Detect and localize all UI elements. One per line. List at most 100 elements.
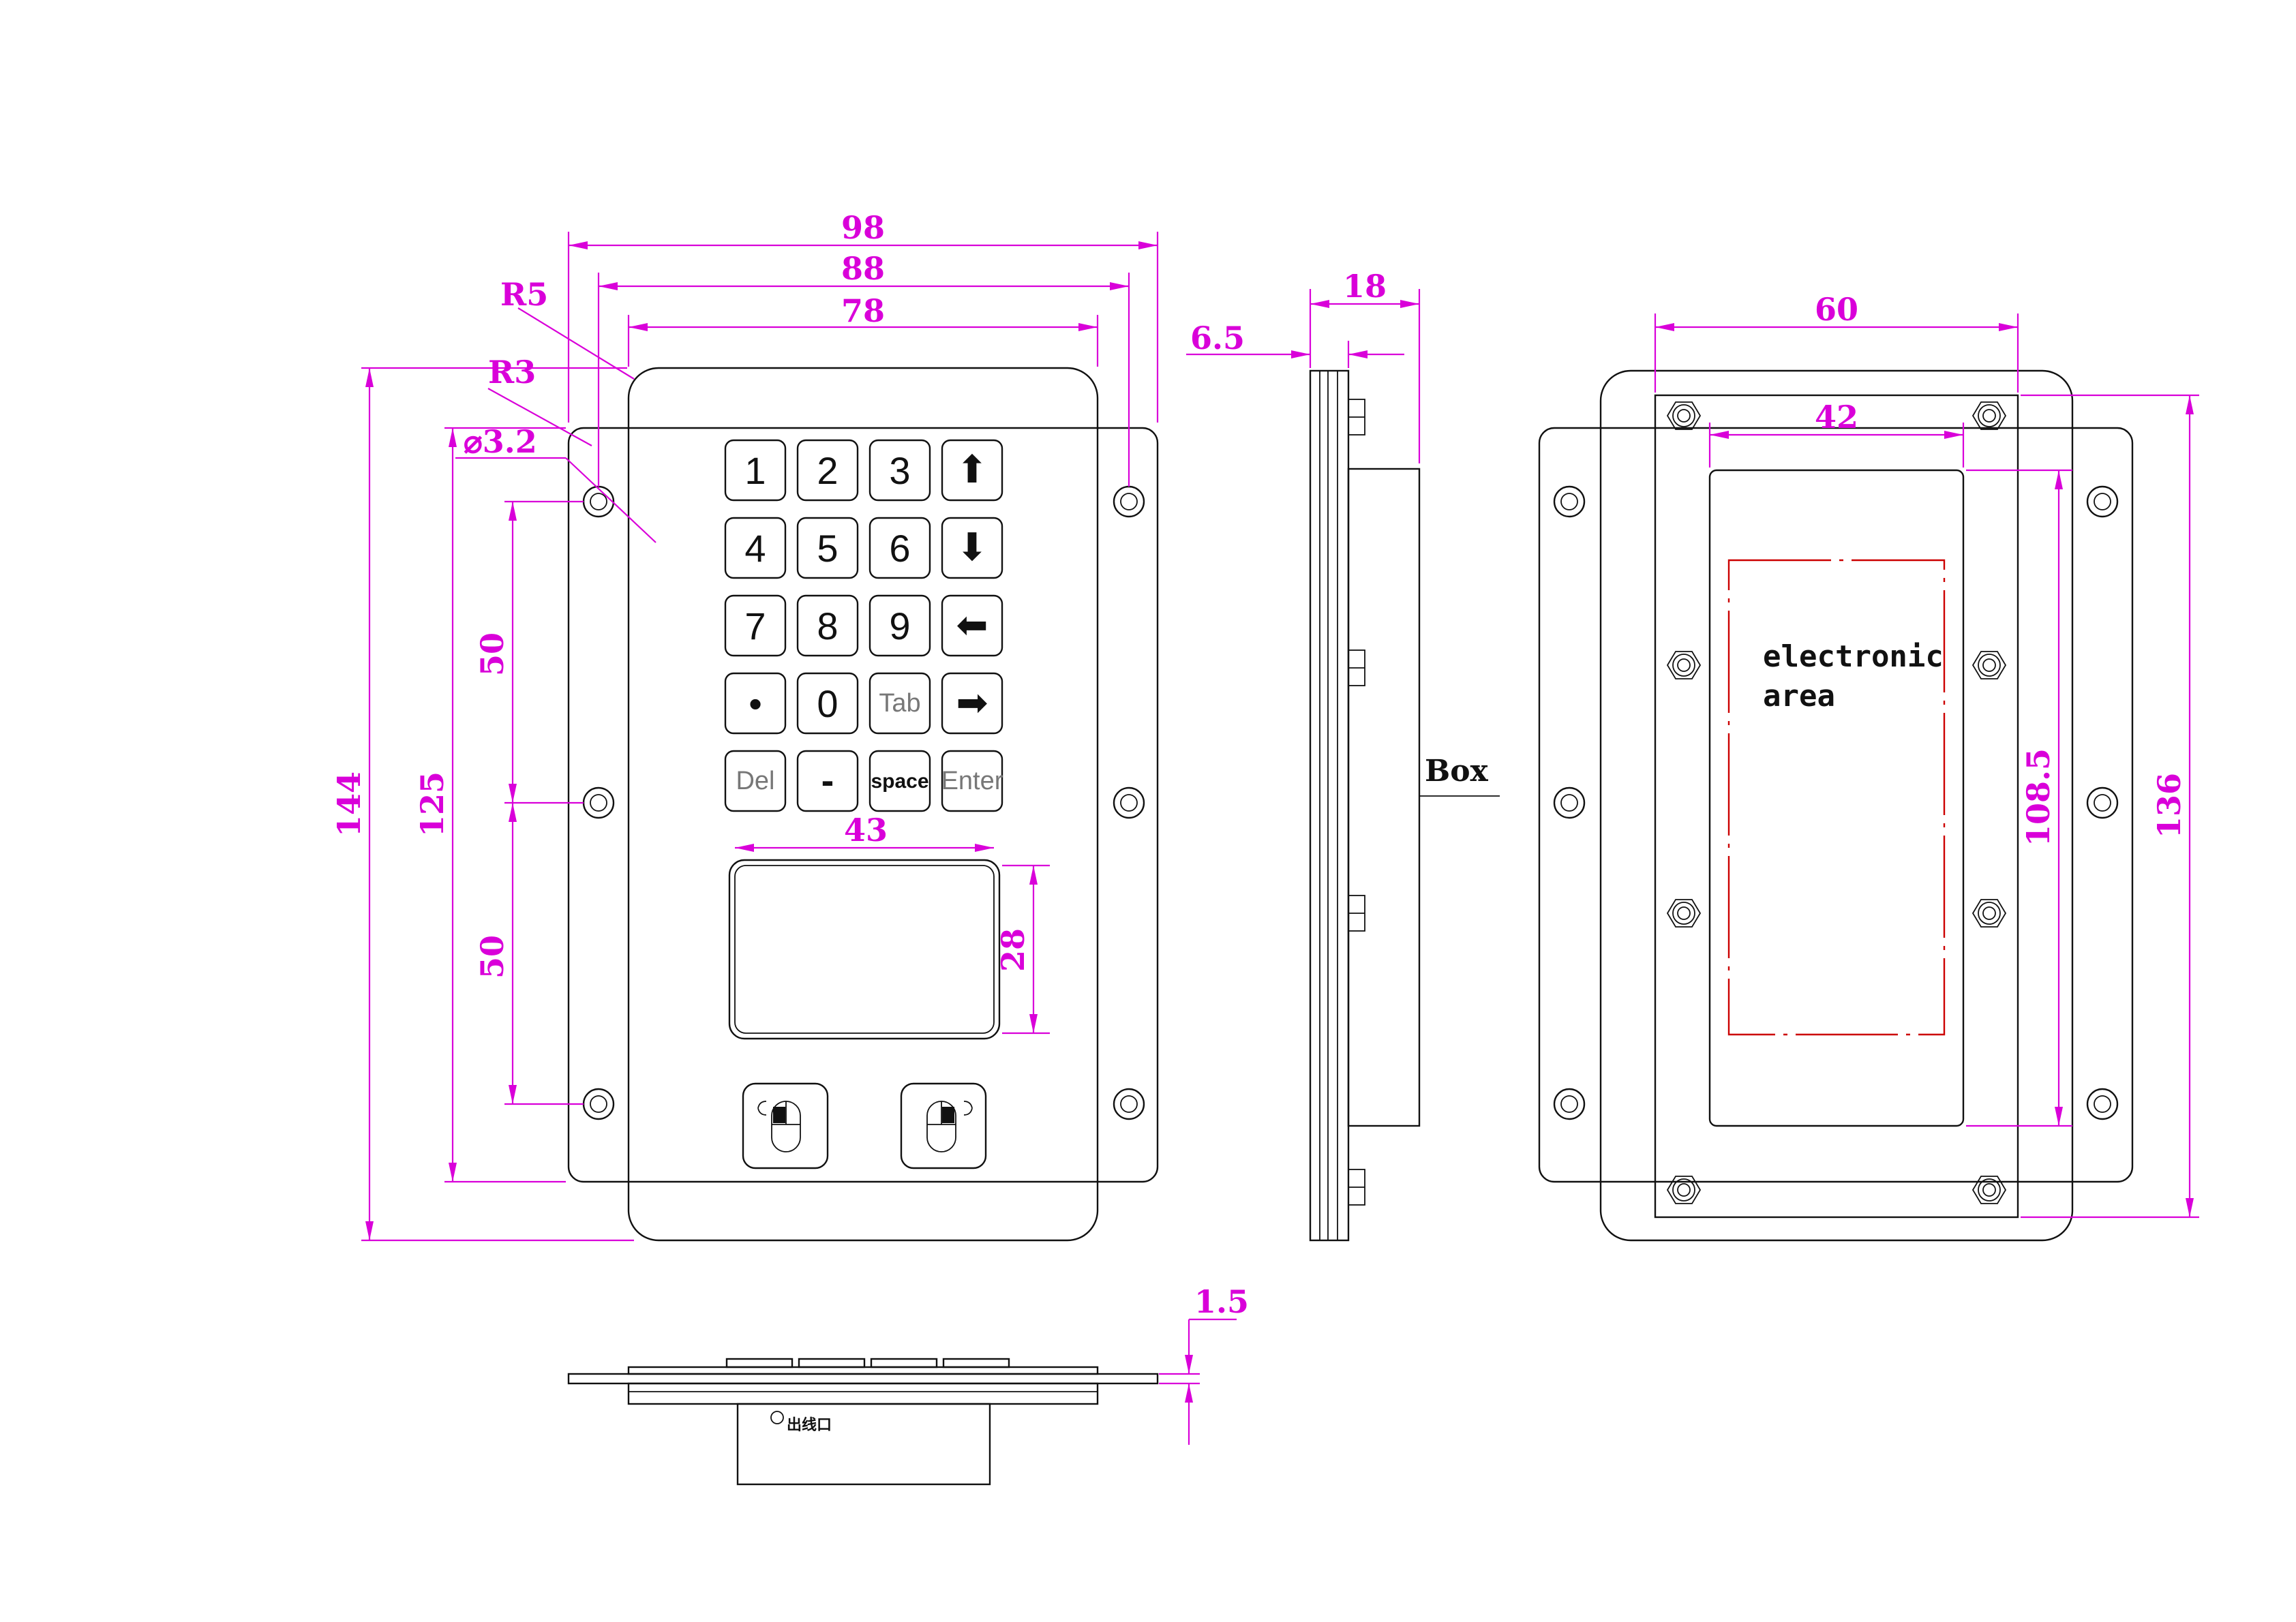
rear-cavity: [1708, 469, 1965, 1127]
cable-exit-label: 出线口: [787, 1416, 832, 1434]
bolt: [1348, 895, 1365, 932]
rear-view: electronic area 60: [1538, 291, 2199, 1242]
bottom-faceplate-top: [627, 1366, 1099, 1375]
dim-hole-diameter: ⌀3.2: [464, 423, 537, 460]
key-grid: 1 2 3 ⬆ 4 5 6 ⬇ 7 8 9 ⬅ • 0 Tab ➡ Del - …: [724, 439, 1003, 812]
box-label: Box: [1425, 754, 1489, 789]
dim-rear-136: 136: [2151, 773, 2188, 838]
dim-r5: R5: [500, 276, 548, 313]
dim-pitch-50-top: 50: [474, 632, 511, 676]
mounting-hole: [1553, 1088, 1586, 1120]
svg-text:7: 7: [744, 605, 766, 647]
svg-text:5: 5: [817, 527, 838, 570]
key-space[interactable]: space: [868, 750, 931, 812]
bottom-view: 出线口 1.5: [567, 1283, 1249, 1486]
svg-text:0: 0: [817, 682, 838, 725]
svg-text:4: 4: [744, 527, 766, 570]
key-7[interactable]: 7: [724, 594, 787, 657]
dim-r3: R3: [488, 354, 536, 391]
dim-side-18: 18: [1343, 268, 1387, 305]
down-arrow-icon: ⬇: [956, 525, 988, 568]
key-9[interactable]: 9: [868, 594, 931, 657]
mounting-hole: [1113, 485, 1145, 518]
nut: [1666, 651, 1702, 679]
key-tab[interactable]: Tab: [868, 672, 931, 735]
key-1[interactable]: 1: [724, 439, 787, 502]
rear-mounting-holes: [1553, 485, 2119, 1120]
mounting-hole: [2086, 1088, 2119, 1120]
key-enter[interactable]: Enter: [941, 750, 1003, 812]
right-arrow-icon: ➡: [956, 681, 988, 724]
mounting-hole: [1113, 786, 1145, 819]
key-3[interactable]: 3: [868, 439, 931, 502]
bolt: [1348, 399, 1365, 435]
key-left-arrow[interactable]: ⬅: [941, 594, 1003, 657]
side-box: [1347, 468, 1421, 1127]
rear-box: [1654, 394, 2019, 1219]
svg-text:3: 3: [889, 449, 910, 492]
mounting-hole: [1113, 1088, 1145, 1120]
svg-text:-: -: [821, 759, 834, 801]
mounting-hole: [1553, 485, 1586, 518]
svg-text:Del: Del: [736, 767, 774, 795]
dim-side-6-5: 6.5: [1190, 320, 1245, 356]
rear-box-nuts: [1666, 401, 2007, 1204]
rear-faceplate: [1599, 369, 2074, 1242]
faceplate: [627, 367, 1099, 1242]
side-view: Box 18 6.5: [1186, 268, 1500, 1242]
mounting-hole: [582, 485, 615, 518]
mounting-hole: [582, 786, 615, 819]
mounting-plate: [567, 427, 1159, 1183]
key-del[interactable]: Del: [724, 750, 787, 812]
dim-touchpad-43: 43: [844, 812, 888, 848]
dim-touchpad-28: 28: [995, 928, 1031, 972]
dim-rear-42: 42: [1815, 399, 1858, 435]
electronic-area-label-2: area: [1763, 679, 1835, 714]
electronic-area-label-1: electronic: [1763, 639, 1944, 674]
svg-text:Tab: Tab: [879, 689, 920, 718]
key-2[interactable]: 2: [796, 439, 859, 502]
svg-text:8: 8: [817, 605, 838, 647]
front-view: 1 2 3 ⬆ 4 5 6 ⬇ 7 8 9 ⬅ • 0 Tab ➡ Del - …: [567, 367, 1159, 1242]
mouse-icon: [757, 1101, 801, 1152]
nut: [1666, 1176, 1702, 1204]
bolt: [1348, 649, 1365, 686]
key-up-arrow[interactable]: ⬆: [941, 439, 1003, 502]
bottom-mounting-plate: [567, 1373, 1159, 1385]
touchpad[interactable]: [728, 859, 1001, 1040]
mouse-icon: [926, 1101, 973, 1152]
key-0[interactable]: 0: [796, 672, 859, 735]
nut: [1666, 401, 1702, 430]
dim-78: 78: [841, 292, 885, 329]
dim-pitch-50-bottom: 50: [474, 935, 511, 979]
dim-88: 88: [841, 250, 885, 287]
key-8[interactable]: 8: [796, 594, 859, 657]
dim-rear-108-5: 108.5: [2020, 748, 2057, 846]
left-arrow-icon: ⬅: [956, 603, 988, 646]
bolt: [1348, 1169, 1365, 1206]
nut: [1972, 651, 2007, 679]
left-mouse-button[interactable]: [742, 1082, 829, 1169]
dim-rear-60: 60: [1815, 291, 1858, 328]
key-6[interactable]: 6: [868, 517, 931, 579]
key-right-arrow[interactable]: ➡: [941, 672, 1003, 735]
right-mouse-button[interactable]: [900, 1082, 987, 1169]
svg-text:2: 2: [817, 449, 838, 492]
up-arrow-icon: ⬆: [956, 448, 988, 491]
key-dot[interactable]: •: [724, 672, 787, 735]
svg-text:9: 9: [889, 605, 910, 647]
key-4[interactable]: 4: [724, 517, 787, 579]
dim-144: 144: [331, 771, 367, 837]
front-dimensions: 98 88 78 R5 R3 ⌀3.2 144: [331, 209, 1159, 1242]
key-5[interactable]: 5: [796, 517, 859, 579]
bottom-faceplate: [627, 1382, 1099, 1405]
key-minus[interactable]: -: [796, 750, 859, 812]
bottom-box: [736, 1403, 991, 1486]
svg-text:1: 1: [744, 449, 766, 492]
nut: [1972, 899, 2007, 928]
mounting-hole: [1553, 786, 1586, 819]
dim-125: 125: [414, 771, 451, 837]
key-down-arrow[interactable]: ⬇: [941, 517, 1003, 579]
nut: [1666, 899, 1702, 928]
